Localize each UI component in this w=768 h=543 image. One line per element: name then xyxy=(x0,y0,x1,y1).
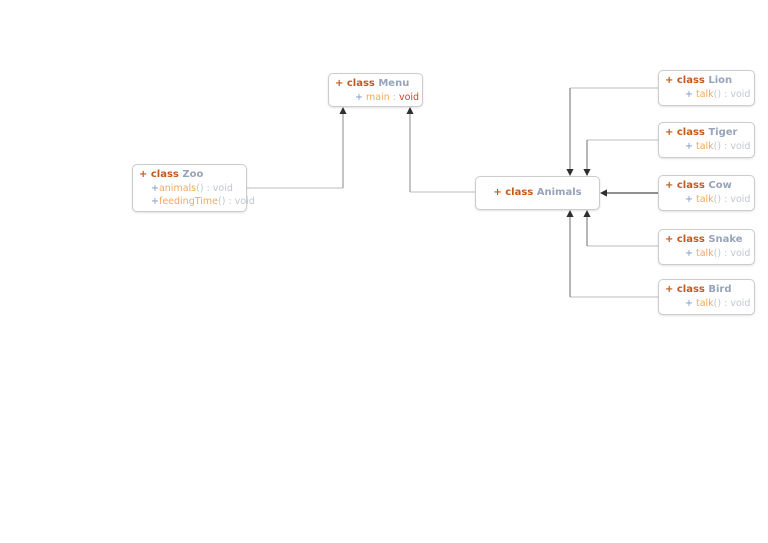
member-rest: () : void xyxy=(713,88,751,100)
class-name: Animals xyxy=(536,187,582,199)
connector-cow-animals xyxy=(600,189,658,197)
arrowhead-up-icon xyxy=(339,107,347,114)
class-box-zoo[interactable]: + class Zoo +animals() : void +feedingTi… xyxy=(132,164,255,212)
member-rest: () : void xyxy=(713,193,751,205)
member-type: void xyxy=(398,91,420,103)
class-name: Lion xyxy=(708,75,733,86)
arrowhead-up-icon xyxy=(566,210,574,217)
class-title: + class Menu xyxy=(335,77,416,91)
member-name: feedingTime xyxy=(158,196,218,207)
class-keyword: + class xyxy=(139,169,179,180)
class-title: + class Zoo xyxy=(139,168,240,182)
member-name: talk xyxy=(695,297,714,309)
class-name: Snake xyxy=(708,234,743,245)
member-plus: + xyxy=(685,88,696,100)
class-name: Menu xyxy=(378,78,410,89)
member-separator: : xyxy=(389,91,399,103)
class-member: +feedingTime() : void xyxy=(139,195,255,209)
member-plus: + xyxy=(685,193,696,205)
arrowhead-up-icon xyxy=(583,210,591,217)
class-title: + class Bird xyxy=(665,283,748,297)
member-plus: + xyxy=(685,247,696,259)
class-title: + class Snake xyxy=(665,233,748,247)
member-name: talk xyxy=(695,193,714,205)
member-plus: + xyxy=(151,196,159,207)
class-member: + talk() : void xyxy=(665,140,751,154)
arrowhead-down-icon xyxy=(566,169,574,176)
class-name: Cow xyxy=(708,180,732,191)
class-member: + talk() : void xyxy=(665,297,751,311)
member-rest: () : void xyxy=(713,297,751,309)
class-title: + class Cow xyxy=(665,179,748,193)
class-box-lion[interactable]: + class Lion + talk() : void xyxy=(658,70,755,106)
connector-bird-animals xyxy=(566,210,658,298)
member-plus: + xyxy=(355,91,366,103)
member-plus: + xyxy=(685,140,696,152)
class-member: +animals() : void xyxy=(139,182,240,196)
member-plus: + xyxy=(685,297,696,309)
class-member: + talk() : void xyxy=(665,247,751,261)
class-member: + talk() : void xyxy=(665,88,751,102)
class-member: + talk() : void xyxy=(665,193,751,207)
connector-animals-menu xyxy=(406,107,475,193)
class-box-tiger[interactable]: + class Tiger + talk() : void xyxy=(658,122,755,158)
member-rest: () : void xyxy=(713,247,751,259)
class-keyword: + class xyxy=(665,180,705,191)
class-title: + class Tiger xyxy=(665,126,748,140)
class-keyword: + class xyxy=(665,234,705,245)
member-name: talk xyxy=(695,247,714,259)
class-box-bird[interactable]: + class Bird + talk() : void xyxy=(658,279,755,315)
class-box-menu[interactable]: + class Menu + main : void xyxy=(328,73,423,107)
member-name: animals xyxy=(158,182,197,194)
class-title: + class Lion xyxy=(665,74,748,88)
class-name: Zoo xyxy=(182,169,204,180)
arrowhead-down-icon xyxy=(583,169,591,176)
member-name: talk xyxy=(695,88,714,100)
class-name: Bird xyxy=(708,284,732,295)
class-member: + main : void xyxy=(335,91,420,105)
class-keyword: + class xyxy=(493,187,534,199)
connector-lion-animals xyxy=(566,87,658,176)
arrowhead-up-icon xyxy=(406,107,414,114)
class-keyword: + class xyxy=(665,284,705,295)
class-keyword: + class xyxy=(665,75,705,86)
class-box-cow[interactable]: + class Cow + talk() : void xyxy=(658,175,755,211)
member-name: talk xyxy=(695,140,714,152)
class-keyword: + class xyxy=(665,127,705,138)
class-box-snake[interactable]: + class Snake + talk() : void xyxy=(658,229,755,265)
class-keyword: + class xyxy=(335,78,375,89)
member-name: main xyxy=(365,91,390,103)
member-plus: + xyxy=(151,182,159,194)
connector-tiger-animals xyxy=(583,139,658,176)
member-rest: () : void xyxy=(217,196,255,207)
member-rest: () : void xyxy=(196,182,233,194)
connector-snake-animals xyxy=(583,210,658,247)
arrowhead-left-icon xyxy=(600,189,607,197)
member-rest: () : void xyxy=(713,140,751,152)
class-box-animals[interactable]: + class Animals xyxy=(475,176,600,210)
class-name: Tiger xyxy=(708,127,738,138)
class-title: + class Animals xyxy=(493,186,581,200)
connector-zoo-menu xyxy=(247,107,347,189)
